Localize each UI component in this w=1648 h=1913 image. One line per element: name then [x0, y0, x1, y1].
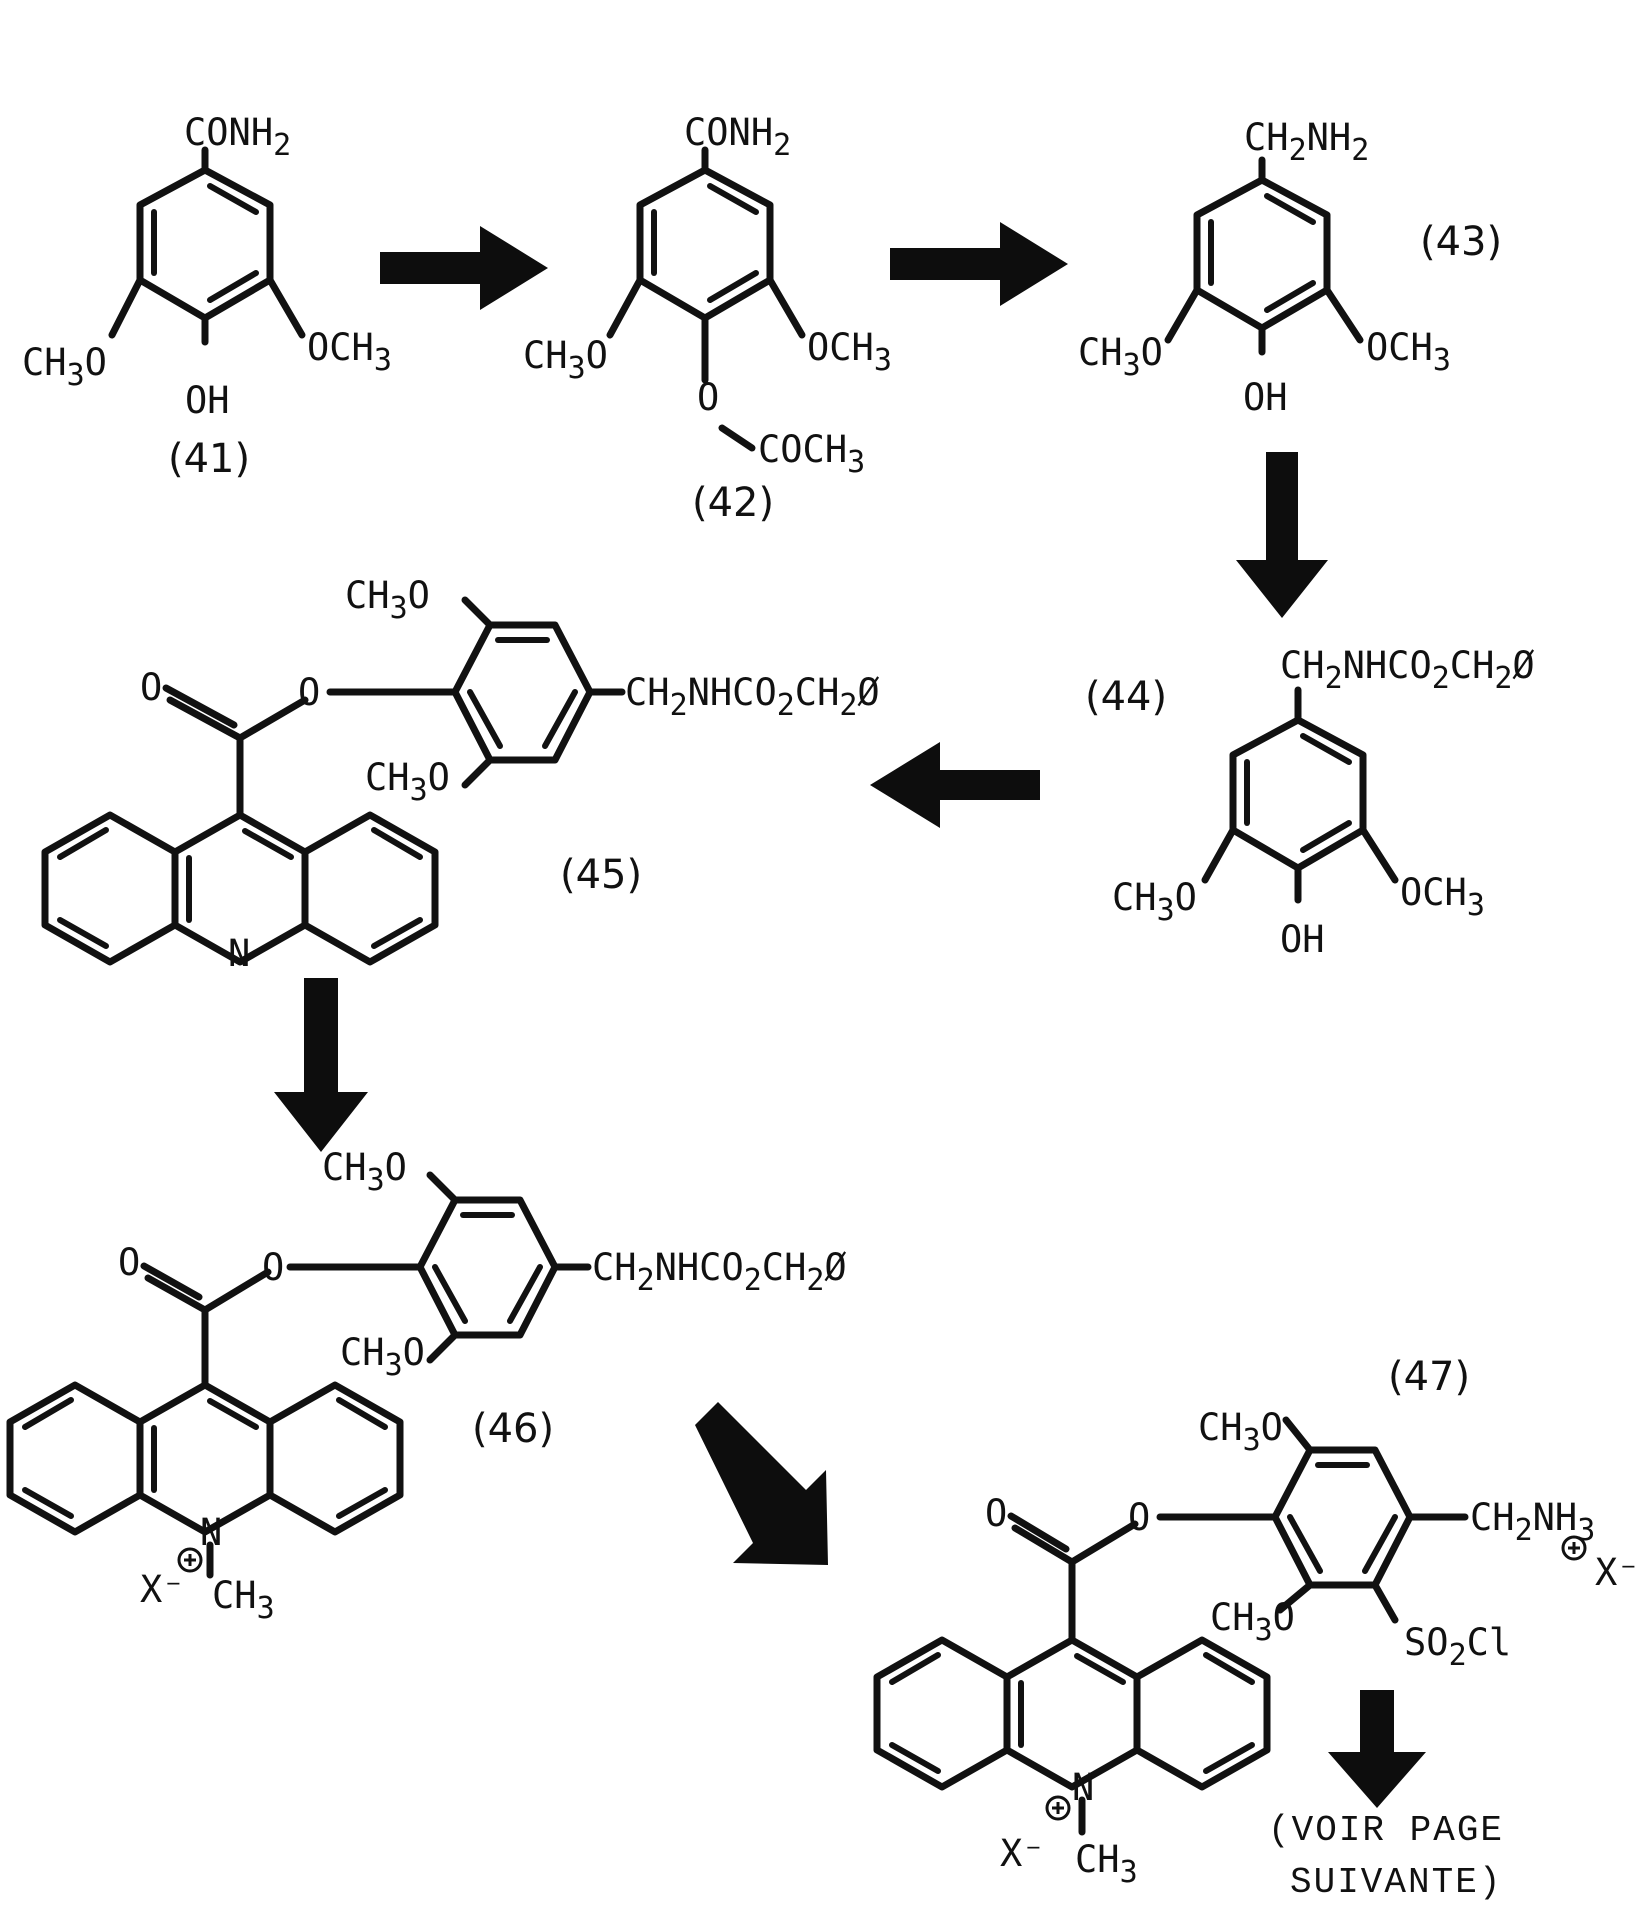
compound-number-42: (42)	[692, 480, 774, 526]
compound-47: (47) CH3O CH3O CH2NH3 X⁻	[877, 1354, 1640, 1890]
reaction-arrow	[274, 978, 368, 1152]
ester-oxygen-label: O	[697, 376, 719, 419]
ch3o-top-label: CH3O	[322, 1146, 407, 1198]
conh2-label: CONH2	[184, 111, 291, 163]
oh-label: OH	[185, 379, 230, 422]
reaction-arrow	[695, 1402, 828, 1565]
compound-44: (44) CH2NHCO2CH2Ø CH3O OCH3 OH	[1085, 644, 1535, 961]
compound-41: CONH2 CH3O OCH3 OH (41)	[22, 111, 392, 482]
ch3o-top-label: CH3O	[1198, 1406, 1283, 1458]
compound-42: CONH2 CH3O OCH3 O COCH3 (42)	[523, 111, 892, 526]
n-methyl-label: CH3	[212, 1574, 275, 1626]
ch3o-label: CH3O	[523, 334, 608, 386]
compound-number-44: (44)	[1085, 674, 1167, 720]
ester-oxygen-label: O	[298, 671, 320, 714]
och3-label: OCH3	[307, 326, 392, 378]
compound-46: CH3O CH3O CH2NHCO2CH2Ø O O N X⁻ CH3 (46)	[10, 1146, 847, 1626]
carbonyl-oxygen-label: O	[985, 1492, 1007, 1535]
ch3o-bottom-label: CH3O	[340, 1331, 425, 1383]
ch3o-bottom-label: CH3O	[1210, 1596, 1295, 1648]
continuation-note-line-2: SUIVANTE)	[1290, 1862, 1502, 1903]
och3-label: OCH3	[1400, 871, 1485, 923]
compound-43: CH2NH2 (43) CH3O OCH3 OH	[1078, 116, 1502, 419]
n-methyl-label: CH3	[1075, 1838, 1138, 1890]
coch3-label: COCH3	[758, 428, 865, 480]
counterion-label: X⁻	[1000, 1832, 1045, 1875]
carbonyl-oxygen-label: O	[118, 1241, 140, 1284]
oh-label: OH	[1243, 376, 1288, 419]
compound-number-43: (43)	[1420, 219, 1502, 265]
och3-label: OCH3	[1366, 326, 1451, 378]
ch3o-bottom-label: CH3O	[365, 756, 450, 808]
reaction-arrow	[380, 226, 548, 310]
ch2nhco2ch2-label: CH2NHCO2CH2Ø	[1280, 644, 1535, 696]
compound-number-47: (47)	[1388, 1354, 1470, 1400]
oh-label: OH	[1280, 918, 1325, 961]
compound-number-46: (46)	[472, 1406, 554, 1452]
compound-number-45: (45)	[560, 852, 642, 898]
ester-oxygen-label: O	[1128, 1496, 1150, 1539]
ch3o-label: CH3O	[1112, 876, 1197, 928]
counterion-label: X⁻	[1595, 1551, 1640, 1594]
reaction-arrow	[1236, 452, 1328, 618]
reaction-arrow	[870, 742, 1040, 828]
carbonyl-oxygen-label: O	[140, 666, 162, 709]
ch3o-top-label: CH3O	[345, 574, 430, 626]
reaction-arrow	[1328, 1690, 1426, 1808]
ch2nh3-label: CH2NH3	[1470, 1496, 1595, 1548]
nitrogen-label: N	[1072, 1766, 1094, 1809]
nitrogen-label: N	[200, 1511, 222, 1554]
ch2nhco2ch2-label: CH2NHCO2CH2Ø	[625, 671, 880, 723]
nitrogen-label: N	[228, 932, 250, 975]
compound-number-41: (41)	[168, 436, 250, 482]
continuation-note-line-1: (VOIR PAGE	[1268, 1810, 1504, 1851]
ester-oxygen-label: O	[262, 1246, 284, 1289]
ch3o-label: CH3O	[1078, 331, 1163, 383]
compound-45: CH3O CH3O CH2NHCO2CH2Ø O O N (45)	[45, 574, 880, 975]
ch2nhco2ch2-label: CH2NHCO2CH2Ø	[592, 1246, 847, 1298]
ch3o-label: CH3O	[22, 341, 107, 393]
conh2-label: CONH2	[684, 111, 791, 163]
so2cl-label: SO2Cl	[1404, 1621, 1511, 1673]
och3-label: OCH3	[807, 326, 892, 378]
reaction-arrow	[890, 222, 1068, 306]
counterion-label: X⁻	[140, 1568, 185, 1611]
